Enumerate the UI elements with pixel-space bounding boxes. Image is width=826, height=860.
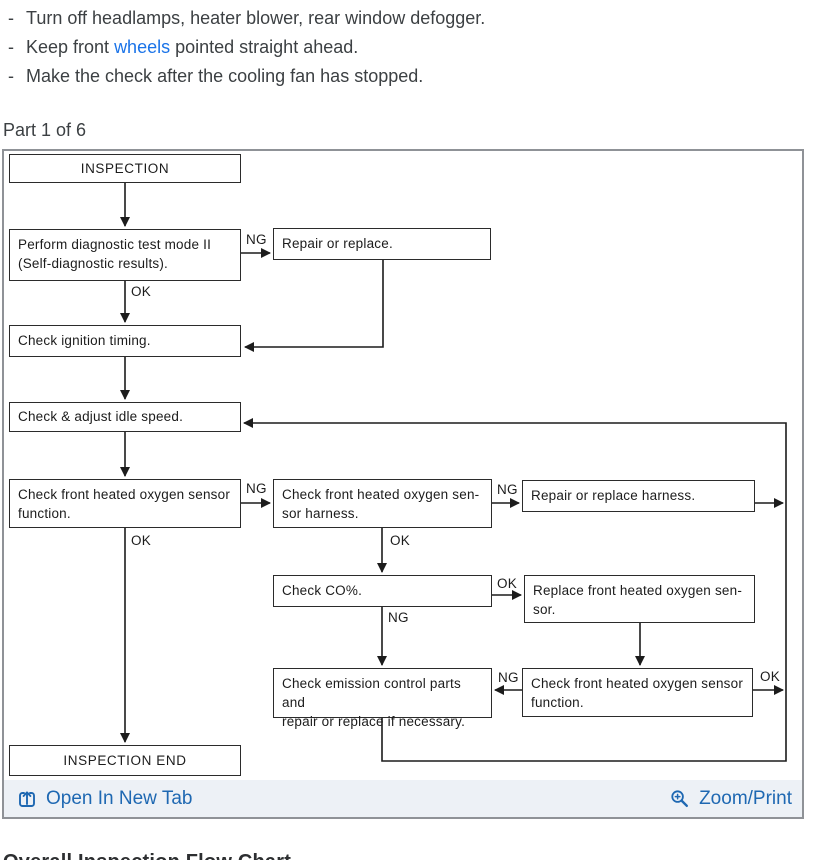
zoom-print-label: Zoom/Print <box>699 787 792 809</box>
bullet-text: Make the check after the cooling fan has… <box>26 66 424 86</box>
bullet-dash: - <box>8 37 14 57</box>
bullet-text: Turn off headlamps, heater blower, rear … <box>26 8 486 28</box>
flow-label-ok: OK <box>131 284 152 299</box>
bullet-item: -Keep front wheels pointed straight ahea… <box>8 33 768 62</box>
wheels-link[interactable]: wheels <box>114 37 171 57</box>
flow-label-ng: NG <box>498 670 519 685</box>
flow-label-ok: OK <box>390 533 411 548</box>
next-section-heading: Overall Inspection Flow Chart <box>3 851 291 860</box>
flow-box-check-o2-sensor-harness: Check front heated oxygen sen-sor harnes… <box>273 479 492 528</box>
flow-label-ok: OK <box>760 669 781 684</box>
bullet-dash: - <box>8 66 14 86</box>
flow-box-check-idle-speed: Check & adjust idle speed. <box>9 402 241 432</box>
flowchart-panel: INSPECTION Perform diagnostic test mode … <box>2 149 804 819</box>
bullet-text: pointed straight ahead. <box>170 37 359 57</box>
viewer-toolbar: Open In New Tab Zoom/Print <box>4 780 802 817</box>
flow-label-ok: OK <box>131 533 152 548</box>
precheck-bullet-list: -Turn off headlamps, heater blower, rear… <box>8 4 768 91</box>
open-in-new-tab-button[interactable]: Open In New Tab <box>16 788 192 810</box>
bullet-item: -Turn off headlamps, heater blower, rear… <box>8 4 768 33</box>
open-in-new-tab-label: Open In New Tab <box>46 787 193 809</box>
flow-label-ng: NG <box>388 610 409 625</box>
flow-box-inspection: INSPECTION <box>9 154 241 183</box>
bullet-dash: - <box>8 8 14 28</box>
flow-box-replace-o2-sensor: Replace front heated oxygen sen-sor. <box>524 575 755 623</box>
flow-box-check-ignition-timing: Check ignition timing. <box>9 325 241 357</box>
flow-box-repair-or-replace: Repair or replace. <box>273 228 491 260</box>
flow-label-ng: NG <box>246 481 267 496</box>
bullet-text: Keep front <box>26 37 115 57</box>
open-in-new-tab-icon <box>16 788 38 810</box>
flow-box-diagnostic-test: Perform diagnostic test mode II(Self-dia… <box>9 229 241 281</box>
bullet-item: -Make the check after the cooling fan ha… <box>8 62 768 91</box>
flow-box-check-co-percent: Check CO%. <box>273 575 492 607</box>
flow-label-ok: OK <box>497 576 518 591</box>
part-label: Part 1 of 6 <box>3 120 87 140</box>
zoom-print-button[interactable]: Zoom/Print <box>669 788 792 810</box>
flow-label-ng: NG <box>497 482 518 497</box>
flow-connectors <box>120 183 787 762</box>
zoom-plus-icon <box>669 788 691 810</box>
flow-box-inspection-end: INSPECTION END <box>9 745 241 776</box>
flow-box-repair-or-replace-harness: Repair or replace harness. <box>522 480 755 512</box>
flow-label-ng: NG <box>246 232 267 247</box>
